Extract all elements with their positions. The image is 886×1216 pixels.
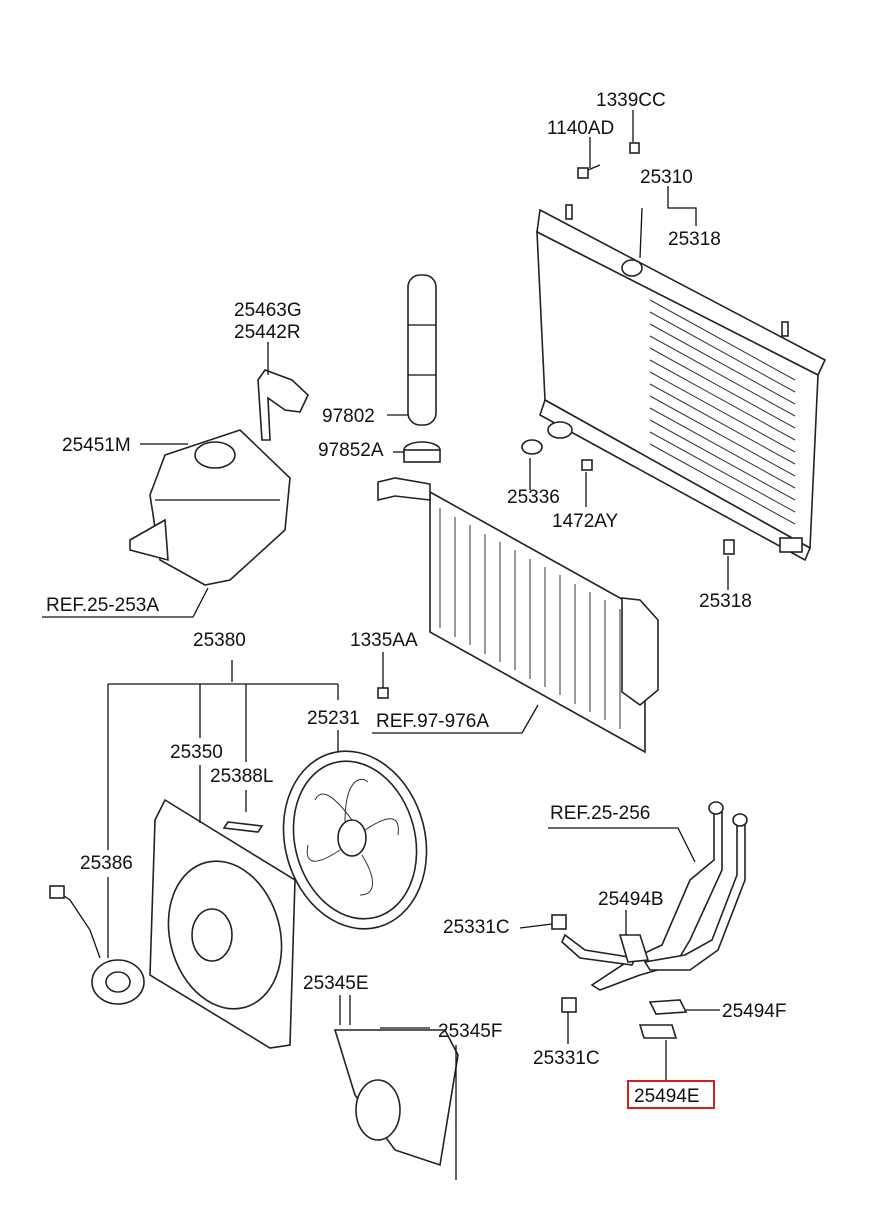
cap-97852a[interactable] bbox=[403, 441, 441, 463]
hose-97802[interactable] bbox=[407, 274, 437, 426]
label-ref-25-253a[interactable]: REF.25-253A bbox=[46, 595, 159, 616]
label-25331c-lower[interactable]: 25331C bbox=[533, 1048, 600, 1069]
clip-25494e[interactable] bbox=[638, 1024, 678, 1039]
shroud-25350[interactable] bbox=[149, 798, 298, 1049]
label-25331c-upper[interactable]: 25331C bbox=[443, 917, 510, 938]
motor-25386[interactable] bbox=[49, 885, 145, 1005]
label-25494e[interactable]: 25494E bbox=[634, 1086, 700, 1107]
label-97852a[interactable]: 97852A bbox=[318, 440, 384, 461]
label-25388l[interactable]: 25388L bbox=[210, 766, 273, 787]
label-25380[interactable]: 25380 bbox=[193, 630, 246, 651]
grommet-25336[interactable] bbox=[521, 439, 543, 455]
clamp-25331c-upper[interactable] bbox=[551, 914, 567, 930]
radiator-part[interactable] bbox=[536, 204, 827, 562]
label-ref-97-976a[interactable]: REF.97-976A bbox=[376, 711, 489, 732]
clamp-25331c-lower[interactable] bbox=[561, 997, 577, 1013]
label-25318-lower[interactable]: 25318 bbox=[699, 591, 752, 612]
label-1339cc[interactable]: 1339CC bbox=[596, 90, 666, 111]
condenser-part[interactable] bbox=[377, 477, 659, 754]
clip-1472ay[interactable] bbox=[581, 459, 593, 471]
fan-25231[interactable] bbox=[264, 735, 446, 945]
label-25318-upper[interactable]: 25318 bbox=[668, 229, 721, 250]
label-ref-25-256[interactable]: REF.25-256 bbox=[550, 803, 650, 824]
label-25345e[interactable]: 25345E bbox=[303, 973, 369, 994]
bracket-25494b[interactable] bbox=[618, 934, 650, 963]
label-1472ay[interactable]: 1472AY bbox=[552, 511, 619, 532]
label-25310[interactable]: 25310 bbox=[640, 167, 693, 188]
nut-1335aa[interactable] bbox=[377, 687, 389, 699]
label-plate-25388l[interactable] bbox=[222, 821, 264, 833]
label-97802[interactable]: 97802 bbox=[322, 406, 375, 427]
label-25494b[interactable]: 25494B bbox=[598, 889, 664, 910]
label-25350[interactable]: 25350 bbox=[170, 742, 223, 763]
label-25231[interactable]: 25231 bbox=[307, 708, 360, 729]
clip-25494f[interactable] bbox=[648, 999, 688, 1015]
highlight-box bbox=[627, 1080, 715, 1109]
label-25494f[interactable]: 25494F bbox=[722, 1001, 786, 1022]
label-25463g[interactable]: 25463G bbox=[234, 300, 302, 321]
reservoir-tank-part[interactable] bbox=[129, 369, 309, 586]
nut-1339cc[interactable] bbox=[629, 142, 640, 154]
bolt-1140ad[interactable] bbox=[577, 164, 601, 179]
label-1335aa[interactable]: 1335AA bbox=[350, 630, 418, 651]
bracket-25345[interactable] bbox=[333, 1029, 459, 1167]
leader-lines bbox=[42, 110, 729, 1180]
label-25451m[interactable]: 25451M bbox=[62, 435, 131, 456]
mount-25318[interactable] bbox=[723, 539, 735, 555]
label-1140ad[interactable]: 1140AD bbox=[547, 118, 614, 139]
label-25386[interactable]: 25386 bbox=[80, 853, 133, 874]
label-25345f[interactable]: 25345F bbox=[438, 1021, 502, 1042]
label-25336[interactable]: 25336 bbox=[507, 487, 560, 508]
hose-assembly[interactable] bbox=[561, 801, 748, 991]
label-25442r[interactable]: 25442R bbox=[234, 322, 301, 343]
